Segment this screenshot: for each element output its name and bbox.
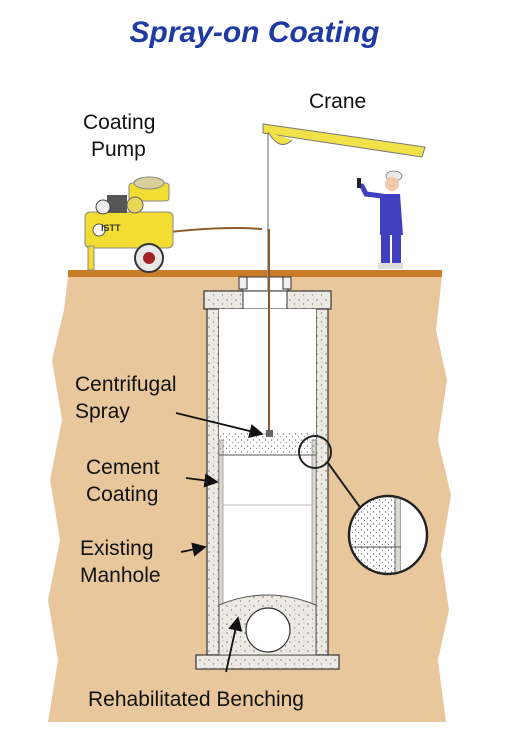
rehabilitated-benching-label: Rehabilitated Benching bbox=[88, 688, 304, 711]
cement-coating-left bbox=[218, 439, 224, 611]
arrow-rehabilitated-benching bbox=[225, 616, 243, 673]
cement-coating-right bbox=[311, 439, 317, 611]
arrow-cement-coating bbox=[185, 473, 219, 488]
arrow-existing-manhole bbox=[180, 542, 207, 557]
existing-manhole-label-line1: Existing bbox=[80, 537, 154, 560]
detail-leader bbox=[327, 462, 363, 511]
centrifugal-spray-label-line2: Spray bbox=[75, 400, 130, 423]
spray-head bbox=[266, 430, 273, 437]
coating-pump-label-line1: Coating bbox=[83, 111, 156, 134]
arrow-centrifugal-spray bbox=[175, 412, 264, 439]
crane-label: Crane bbox=[309, 90, 367, 113]
pipe-opening bbox=[245, 607, 291, 653]
diagram-title: Spray-on Coating bbox=[129, 16, 380, 49]
spray-cloud bbox=[220, 432, 315, 454]
hose-from-pump bbox=[169, 227, 263, 233]
existing-manhole-label-line2: Manhole bbox=[80, 564, 161, 587]
detail-marker bbox=[298, 435, 332, 469]
cement-coating-label-line1: Cement bbox=[86, 456, 160, 479]
centrifugal-spray-label-line1: Centrifugal bbox=[75, 373, 177, 396]
cement-coating-label-line2: Coating bbox=[86, 483, 159, 506]
coating-pump-label-line2: Pump bbox=[91, 138, 146, 161]
worker bbox=[357, 170, 403, 269]
pump-brand-label: ISTT bbox=[101, 223, 121, 233]
coating-pump bbox=[84, 176, 174, 273]
crane-boom bbox=[262, 123, 426, 158]
ground-surface bbox=[68, 270, 442, 277]
